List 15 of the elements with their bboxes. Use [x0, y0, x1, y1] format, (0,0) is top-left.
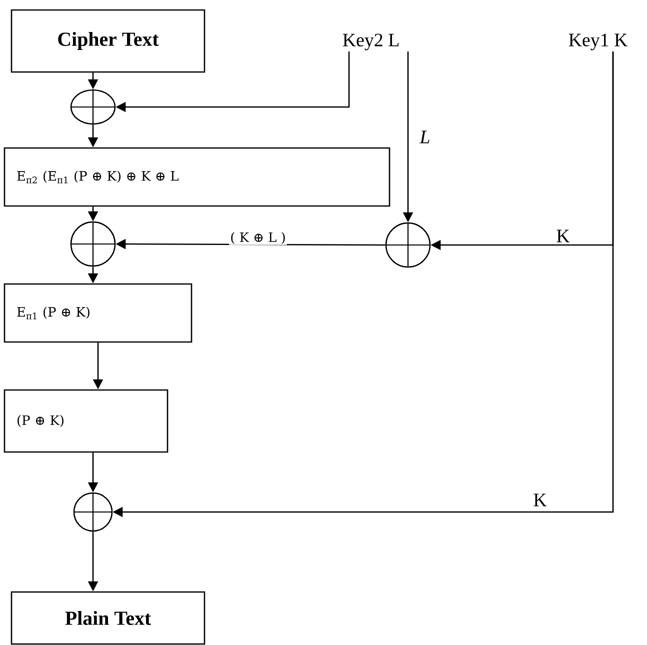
process-box: E$_{π1}$ (P ⊕ K): [4, 283, 192, 343]
xor-symbol: [70, 221, 116, 267]
edge-label: K: [555, 228, 571, 244]
edge-label: ( K ⊕ L ): [229, 231, 287, 245]
process-box: Plain Text: [10, 591, 206, 645]
edge-label: L: [418, 130, 432, 144]
key-label: Key2 L: [342, 34, 398, 50]
xor-symbol: [73, 492, 113, 532]
process-box: Cipher Text: [10, 9, 206, 73]
key-label: Key1 K: [568, 34, 628, 50]
edge-label: K: [532, 492, 548, 508]
xor-symbol: [385, 222, 431, 268]
process-box: E$_{π2}$ (E$_{π1}$ (P ⊕ K) ⊕ K ⊕ L: [4, 147, 390, 207]
xor-symbol: [70, 89, 116, 125]
process-box: (P ⊕ K): [4, 389, 168, 453]
